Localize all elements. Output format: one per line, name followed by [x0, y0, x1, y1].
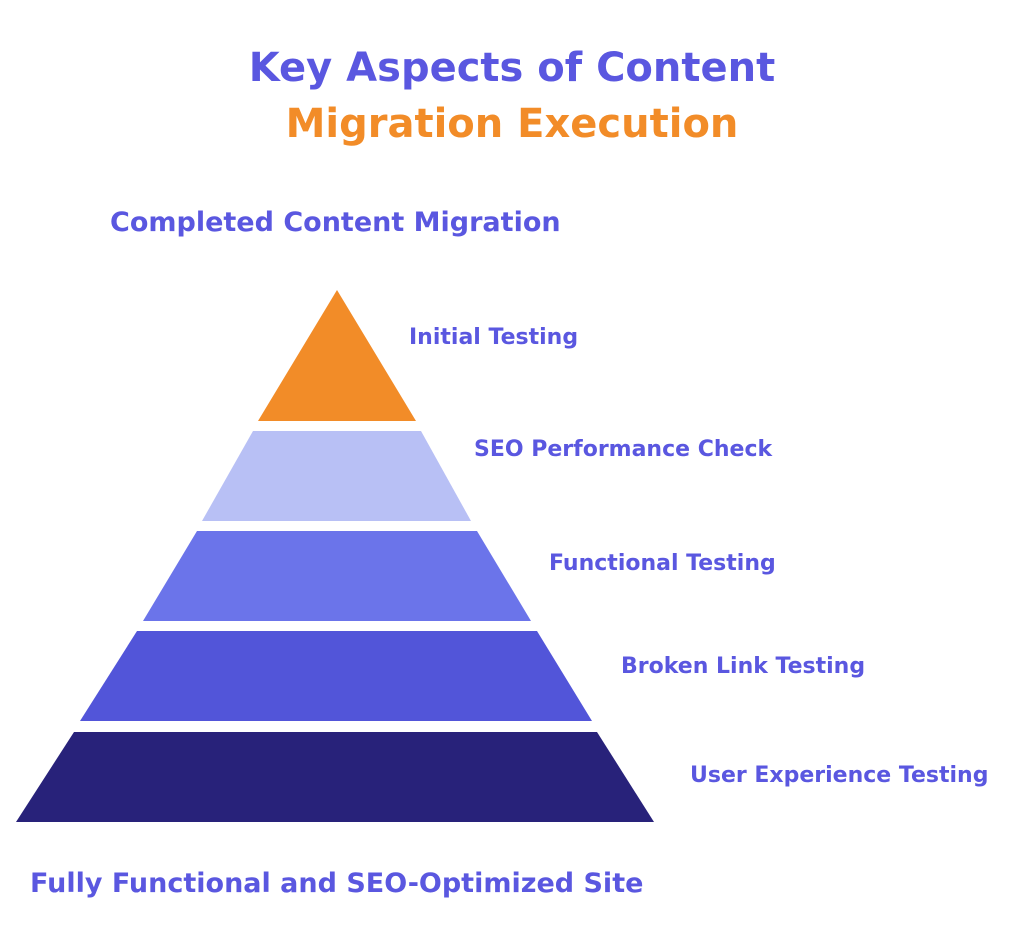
top-caption: Completed Content Migration	[110, 207, 561, 238]
pyramid-level-1	[258, 290, 416, 421]
level-label-initial-testing: Initial Testing	[409, 325, 579, 350]
pyramid-level-3	[143, 531, 531, 621]
level-label-seo-performance-check: SEO Performance Check	[474, 437, 773, 462]
level-label-broken-link-testing: Broken Link Testing	[621, 654, 866, 679]
pyramid-level-4	[80, 631, 592, 721]
title-line-2: Migration Execution	[285, 101, 739, 147]
title-line-1: Key Aspects of Content	[248, 45, 776, 91]
level-label-user-experience-testing: User Experience Testing	[690, 763, 989, 788]
pyramid-level-2	[202, 431, 471, 521]
bottom-caption: Fully Functional and SEO-Optimized Site	[30, 868, 644, 899]
level-label-functional-testing: Functional Testing	[549, 551, 776, 576]
pyramid-level-5	[16, 732, 654, 822]
